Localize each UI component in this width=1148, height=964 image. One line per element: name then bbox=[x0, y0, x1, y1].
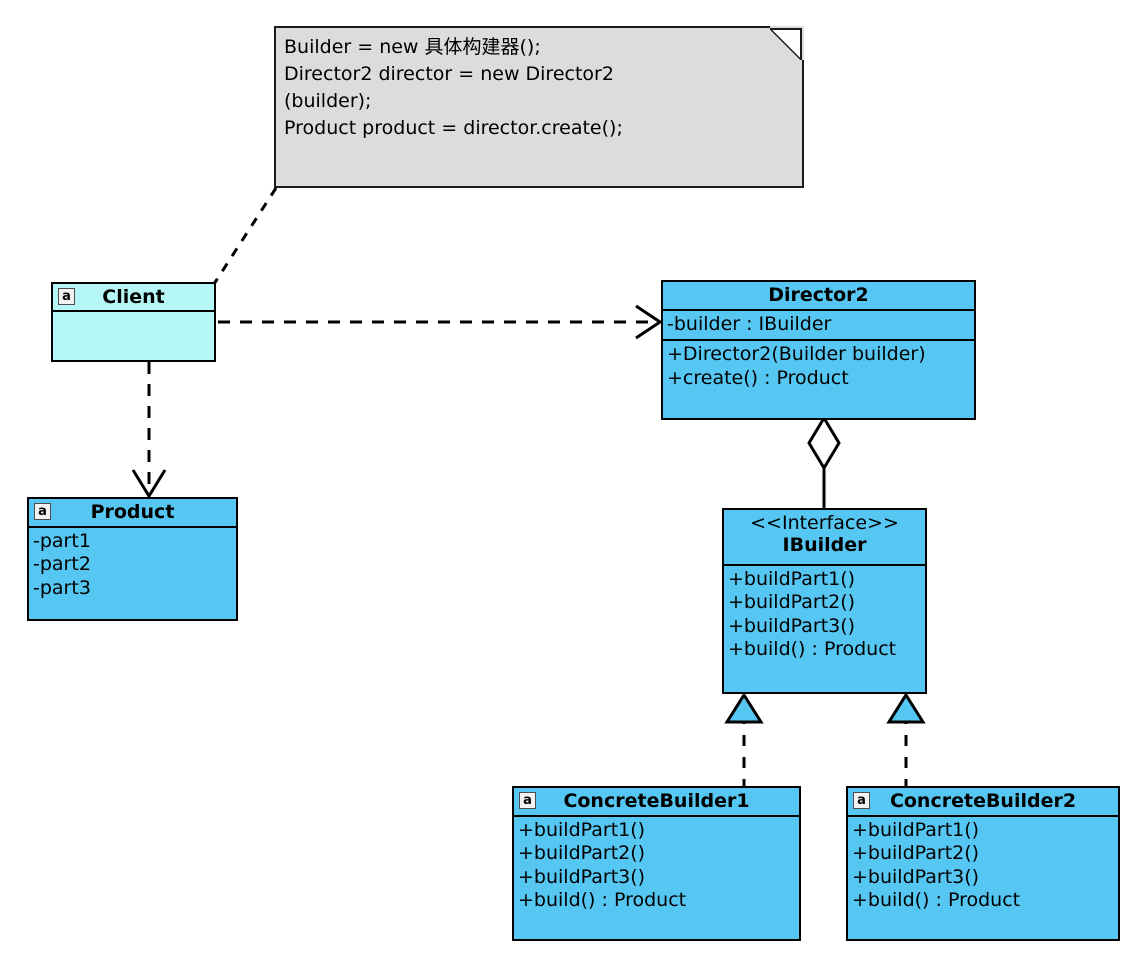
note-line: Builder = new 具体构建器(); bbox=[284, 36, 541, 58]
attribute-row: -builder : IBuilder bbox=[667, 313, 832, 335]
realization-triangle-icon-2 bbox=[886, 692, 926, 724]
note-line: (builder); bbox=[284, 89, 372, 112]
class-box-concretebuilder2[interactable]: a ConcreteBuilder2 +buildPart1() +buildP… bbox=[846, 786, 1120, 941]
class-name-concretebuilder1: ConcreteBuilder1 bbox=[563, 790, 750, 812]
operation-row: +buildPart1() bbox=[852, 819, 980, 841]
attribute-row: -part3 bbox=[33, 576, 91, 599]
class-header-ibuilder: <<Interface>> IBuilder bbox=[724, 510, 925, 566]
class-marker-a-icon: a bbox=[853, 792, 870, 809]
class-operations-director2: +Director2(Builder builder) +create() : … bbox=[663, 339, 974, 393]
class-header-client: a Client bbox=[53, 284, 214, 312]
class-box-client[interactable]: a Client bbox=[51, 282, 216, 362]
operation-row: +build() : Product bbox=[728, 638, 897, 661]
class-body-client bbox=[53, 312, 214, 360]
operation-row: +build() : Product bbox=[518, 889, 687, 912]
class-marker-a-icon: a bbox=[58, 288, 75, 305]
aggregation-diamond-icon bbox=[807, 415, 841, 471]
operation-row: +buildPart1() bbox=[728, 568, 856, 590]
operation-row: +buildPart2() bbox=[728, 591, 856, 614]
class-box-director2[interactable]: Director2 -builder : IBuilder +Director2… bbox=[661, 280, 976, 420]
class-attributes-director2: -builder : IBuilder bbox=[663, 311, 974, 339]
class-box-ibuilder[interactable]: <<Interface>> IBuilder +buildPart1() +bu… bbox=[722, 508, 927, 694]
class-header-concretebuilder2: a ConcreteBuilder2 bbox=[848, 788, 1118, 817]
class-header-product: a Product bbox=[29, 499, 236, 528]
attribute-row: -part1 bbox=[33, 530, 91, 552]
note-fold-icon bbox=[770, 26, 804, 60]
class-name-ibuilder: IBuilder bbox=[782, 533, 867, 556]
class-operations-concretebuilder1: +buildPart1() +buildPart2() +buildPart3(… bbox=[514, 817, 799, 915]
connector-note-anchor bbox=[212, 187, 278, 285]
note-line: Product product = director.create(); bbox=[284, 116, 623, 139]
class-operations-ibuilder: +buildPart1() +buildPart2() +buildPart3(… bbox=[724, 566, 925, 664]
connector-client-director2-arrowhead bbox=[635, 304, 663, 340]
operation-row: +buildPart2() bbox=[518, 842, 646, 865]
attribute-row: -part2 bbox=[33, 553, 91, 576]
class-attributes-product: -part1 -part2 -part3 bbox=[29, 528, 236, 603]
class-name-concretebuilder2: ConcreteBuilder2 bbox=[889, 790, 1077, 812]
class-name-director2: Director2 bbox=[768, 284, 869, 306]
connector-client-product-arrowhead bbox=[131, 469, 167, 499]
class-name-client: Client bbox=[102, 286, 165, 308]
operation-row: +create() : Product bbox=[667, 366, 849, 389]
operation-row: +buildPart3() bbox=[518, 865, 646, 888]
class-marker-a-icon: a bbox=[34, 503, 51, 520]
operation-row: +Director2(Builder builder) bbox=[667, 343, 926, 366]
operation-row: +buildPart2() bbox=[852, 842, 980, 865]
stereotype-label: <<Interface>> bbox=[750, 512, 899, 534]
operation-row: +build() : Product bbox=[852, 889, 1021, 912]
operation-row: +buildPart3() bbox=[728, 614, 856, 637]
code-note: Builder = new 具体构建器(); Director2 directo… bbox=[274, 26, 804, 188]
class-name-product: Product bbox=[90, 501, 175, 523]
operation-row: +buildPart3() bbox=[852, 865, 980, 888]
note-line: Director2 director = new Director2 bbox=[284, 62, 614, 85]
operation-row: +buildPart1() bbox=[518, 819, 646, 841]
class-box-concretebuilder1[interactable]: a ConcreteBuilder1 +buildPart1() +buildP… bbox=[512, 786, 801, 941]
class-header-director2: Director2 bbox=[663, 282, 974, 311]
class-box-product[interactable]: a Product -part1 -part2 -part3 bbox=[27, 497, 238, 621]
class-operations-concretebuilder2: +buildPart1() +buildPart2() +buildPart3(… bbox=[848, 817, 1118, 915]
realization-triangle-icon-1 bbox=[724, 692, 764, 724]
class-header-concretebuilder1: a ConcreteBuilder1 bbox=[514, 788, 799, 817]
class-marker-a-icon: a bbox=[519, 792, 536, 809]
